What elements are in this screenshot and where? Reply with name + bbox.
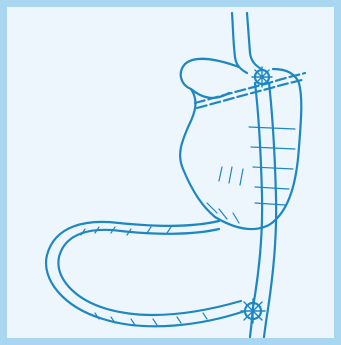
staple-line-icon — [252, 67, 272, 87]
staple-line-icon — [241, 299, 265, 323]
gastric-bypass-illustration — [7, 7, 334, 338]
